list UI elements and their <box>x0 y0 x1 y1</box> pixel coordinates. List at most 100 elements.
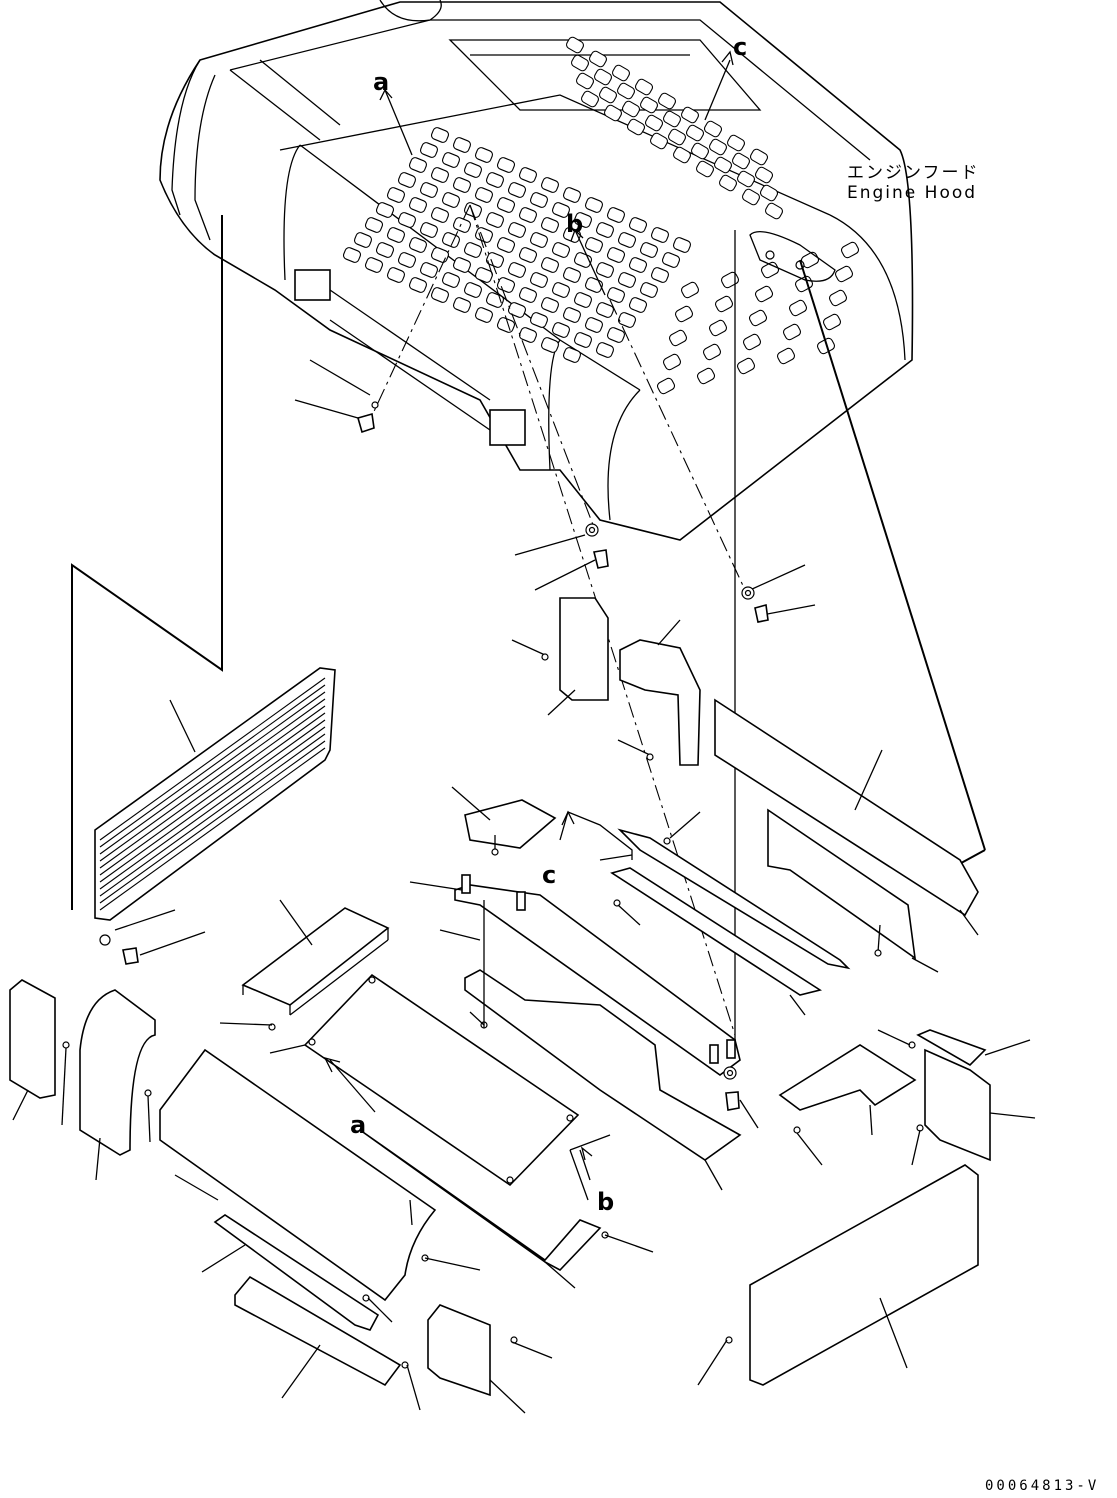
perforation-slot <box>430 127 450 143</box>
perforation-slot <box>662 353 682 371</box>
perforation-slot <box>570 54 590 72</box>
grille-louver <box>99 733 326 897</box>
perforation-slot <box>668 329 688 347</box>
perforation-slot <box>353 232 373 248</box>
perforation-slot <box>736 357 756 375</box>
perforation-slot <box>474 307 494 323</box>
perforation-slot <box>708 138 728 156</box>
perforation-slot <box>430 207 450 223</box>
perforation-slot <box>656 377 676 395</box>
perforation-slot <box>708 319 728 337</box>
perforation-slot <box>518 287 538 303</box>
perforation-slot <box>518 327 538 343</box>
perforation-slot <box>696 367 716 385</box>
perforation-slot <box>441 192 461 208</box>
perforation-slot <box>386 227 406 243</box>
perforation-slot <box>452 137 472 153</box>
perforation-slot <box>507 182 527 198</box>
perforation-slot <box>452 217 472 233</box>
perforation-slot <box>593 68 613 86</box>
perforation-slot <box>452 177 472 193</box>
perforation-slot <box>748 309 768 327</box>
perforation-slot <box>703 120 723 138</box>
right-lower-parts <box>697 1029 1036 1386</box>
perforation-slot <box>397 212 417 228</box>
perforation-slot <box>595 302 615 318</box>
hood-perforations-top <box>342 127 692 363</box>
perforation-slot <box>834 265 854 283</box>
perforation-slot <box>573 212 593 228</box>
perforation-slot <box>518 247 538 263</box>
perforation-slot <box>540 217 560 233</box>
perforation-slot <box>595 262 615 278</box>
perforation-slot <box>441 272 461 288</box>
perforation-slot <box>575 72 595 90</box>
perforation-slot <box>606 207 626 223</box>
perforation-slot <box>474 267 494 283</box>
perforation-slot <box>562 267 582 283</box>
perforation-slot <box>718 174 738 192</box>
perforation-slot <box>430 167 450 183</box>
perforation-slot <box>496 237 516 253</box>
perforation-slot <box>634 78 654 96</box>
perforation-slot <box>759 184 779 202</box>
seal-parts <box>409 597 979 1191</box>
callout-a-top: a <box>373 68 389 96</box>
perforation-slot <box>573 292 593 308</box>
hood-fasteners <box>357 401 769 623</box>
perforation-slot <box>617 232 637 248</box>
perforation-slot <box>754 166 774 184</box>
perforation-slot <box>617 312 637 328</box>
perforation-slot <box>565 36 585 54</box>
callout-b-bottom: b <box>597 1188 614 1216</box>
perforation-slot <box>661 252 681 268</box>
perforation-slot <box>667 128 687 146</box>
grille-louver <box>99 740 326 904</box>
perforation-slot <box>386 267 406 283</box>
perforation-slot <box>430 247 450 263</box>
perforation-slot <box>611 64 631 82</box>
perforation-slot <box>551 242 571 258</box>
perforation-slot <box>726 134 746 152</box>
perforation-slot <box>463 282 483 298</box>
hood-perforations-rear <box>565 36 784 220</box>
figure-code: 00064813-V <box>985 1478 1099 1494</box>
callout-c-top: c <box>733 33 747 61</box>
perforation-slot <box>540 297 560 313</box>
perforation-slot <box>650 267 670 283</box>
perforation-slot <box>397 172 417 188</box>
perforation-slot <box>529 272 549 288</box>
callout-a-bottom: a <box>350 1111 366 1139</box>
side-grille <box>94 667 336 965</box>
grille-louver <box>99 691 326 855</box>
perforation-slot <box>419 222 439 238</box>
perforation-slot <box>584 237 604 253</box>
perforation-slot <box>672 146 692 164</box>
perforation-slot <box>584 317 604 333</box>
perforation-slot <box>364 217 384 233</box>
perforation-slot <box>714 295 734 313</box>
grille-louver <box>99 705 326 869</box>
perforation-slot <box>463 242 483 258</box>
hinge-left <box>294 269 331 301</box>
perforation-slot <box>736 170 756 188</box>
callout-b-top: b <box>566 210 583 238</box>
grille-louver <box>99 698 326 862</box>
perforation-slot <box>408 277 428 293</box>
perforation-slot <box>580 90 600 108</box>
perforation-slot <box>452 297 472 313</box>
engine-hood-assembly <box>159 0 914 541</box>
perforation-slot <box>551 202 571 218</box>
perforation-slot <box>463 162 483 178</box>
grille-louver <box>99 747 326 911</box>
perforation-slot <box>626 118 646 136</box>
perforation-slot <box>628 217 648 233</box>
perforation-slot <box>562 307 582 323</box>
perforation-slot <box>754 285 774 303</box>
hood-perforations-front <box>656 241 860 395</box>
perforation-slot <box>674 305 694 323</box>
perforation-slot <box>616 82 636 100</box>
perforation-slot <box>496 317 516 333</box>
perforation-slot <box>419 262 439 278</box>
